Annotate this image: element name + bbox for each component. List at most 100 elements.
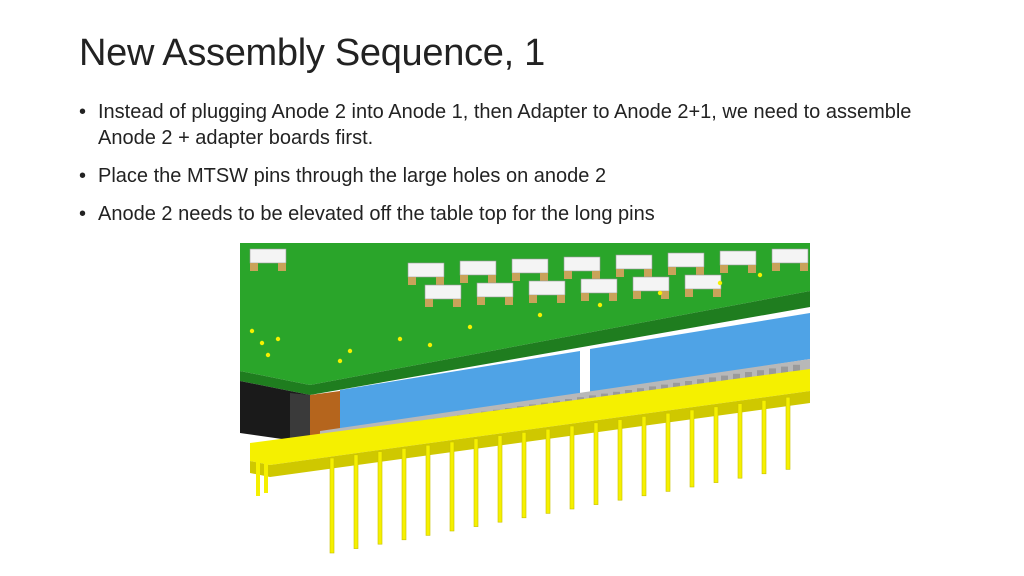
header-blue-right [590, 313, 810, 393]
smd-pad [460, 275, 468, 283]
smd-pad [436, 277, 444, 285]
pin [329, 457, 335, 554]
smd-component [407, 262, 445, 278]
pin [401, 448, 407, 541]
smd-pad [278, 263, 286, 271]
smd-pad [696, 267, 704, 275]
smd-component [528, 280, 566, 296]
pin [353, 454, 359, 549]
bullet-dot: • [79, 101, 87, 123]
smd-component [771, 248, 809, 264]
smd-pad [477, 297, 485, 305]
smd-pad [557, 295, 565, 303]
board-pad [249, 328, 255, 334]
pin [521, 432, 527, 519]
smd-component [459, 260, 497, 276]
smd-pad [800, 263, 808, 271]
board-pad [657, 290, 663, 296]
smd-pad [488, 275, 496, 283]
smd-pad [505, 297, 513, 305]
bullet-list: • Instead of plugging Anode 2 into Anode… [79, 99, 959, 239]
smd-pad [609, 293, 617, 301]
pin [713, 406, 719, 483]
yellow-base-front [250, 391, 810, 477]
pin [449, 441, 455, 532]
anode-board-edge [240, 291, 810, 395]
yellow-base-top [250, 369, 810, 465]
smd-pad [633, 291, 641, 299]
pin [737, 403, 743, 479]
bullet-item: • Instead of plugging Anode 2 into Anode… [79, 99, 959, 151]
pcb-render-svg [240, 243, 810, 554]
smd-pad [453, 299, 461, 307]
smd-component [684, 274, 722, 290]
smd-components [249, 248, 809, 307]
smd-pad [644, 269, 652, 277]
bullet-text: Anode 2 needs to be elevated off the tab… [98, 203, 655, 225]
pin [593, 422, 599, 505]
smd-pad [592, 271, 600, 279]
board-pad [397, 336, 403, 342]
pin [785, 396, 791, 470]
smd-component [563, 256, 601, 272]
smd-component [615, 254, 653, 270]
pin [256, 458, 260, 496]
pin [497, 435, 503, 523]
smd-pad [668, 267, 676, 275]
smd-pad [425, 299, 433, 307]
smd-pad [720, 265, 728, 273]
bullet-item: • Anode 2 needs to be elevated off the t… [79, 201, 959, 227]
board-pad [347, 348, 353, 354]
smd-component [249, 248, 287, 264]
board-pad [757, 272, 763, 278]
board-pad [537, 312, 543, 318]
pin [264, 461, 268, 493]
smd-pad [661, 291, 669, 299]
smd-component [511, 258, 549, 274]
header-blue-left [340, 351, 580, 433]
long-pins [256, 396, 791, 554]
pcb-render-image [240, 243, 810, 557]
bullet-dot: • [79, 203, 87, 225]
pin [689, 409, 695, 488]
smd-component [424, 284, 462, 300]
smd-component [580, 278, 618, 294]
board-pad [275, 336, 281, 342]
smd-pad [772, 263, 780, 271]
board-pad [427, 342, 433, 348]
smd-pad [529, 295, 537, 303]
board-pad [717, 280, 723, 286]
bullet-text: Instead of plugging Anode 2 into Anode 1… [98, 101, 912, 149]
pin [641, 416, 647, 497]
board-pad [337, 358, 343, 364]
board-pad [467, 324, 473, 330]
smd-pad [564, 271, 572, 279]
board-pad [597, 302, 603, 308]
smd-pad [713, 289, 721, 297]
smd-pad [685, 289, 693, 297]
smd-pad [581, 293, 589, 301]
smd-pad [408, 277, 416, 285]
bullet-dot: • [79, 165, 87, 187]
pin [761, 400, 767, 475]
pin [425, 444, 431, 536]
smd-pad [250, 263, 258, 271]
smd-pad [540, 273, 548, 281]
pin [473, 438, 479, 527]
pin [569, 425, 575, 510]
pin [617, 419, 623, 501]
pin [665, 412, 671, 492]
pin [545, 428, 551, 514]
pin [377, 451, 383, 545]
board-pad [259, 340, 265, 346]
bullet-item: • Place the MTSW pins through the large … [79, 163, 959, 189]
board-pads [249, 272, 763, 364]
bullet-text: Place the MTSW pins through the large ho… [98, 165, 607, 187]
smd-pad [616, 269, 624, 277]
slide-title: New Assembly Sequence, 1 [79, 32, 545, 74]
smd-pad [748, 265, 756, 273]
smd-component [667, 252, 705, 268]
smd-component [476, 282, 514, 298]
smd-pad [512, 273, 520, 281]
